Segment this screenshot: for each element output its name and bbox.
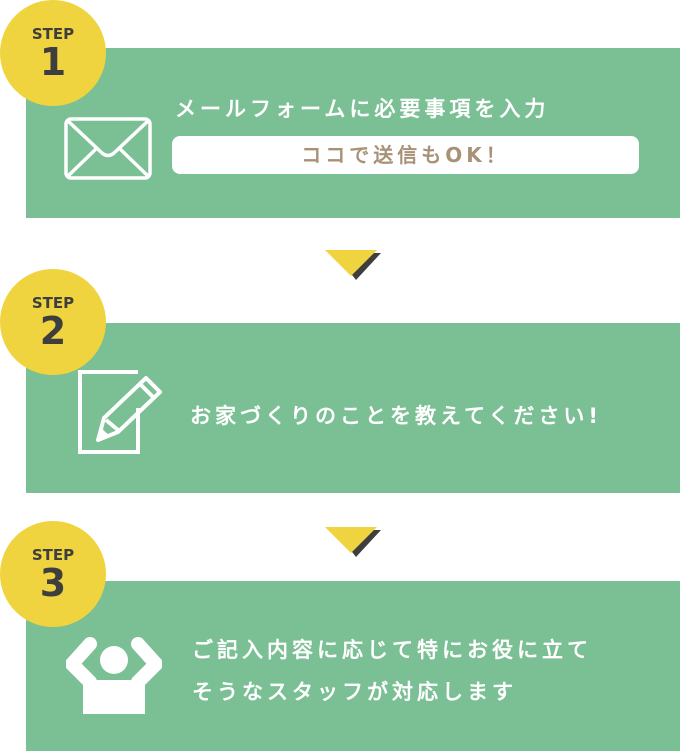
pencil-note-icon: [78, 370, 162, 454]
step-label: STEP: [31, 294, 75, 312]
person-cheer-icon: [66, 637, 162, 714]
step2-title: お家づくりのことを教えてください!: [190, 404, 602, 428]
envelope-icon: [64, 117, 152, 180]
down-arrow-icon: [325, 527, 381, 557]
step3-panel: [26, 581, 680, 751]
down-arrow-icon: [325, 250, 381, 280]
step-number: 3: [39, 561, 67, 605]
step-label: STEP: [31, 25, 75, 43]
step1-title: メールフォームに必要事項を入力: [175, 97, 550, 121]
step3-line1: ご記入内容に応じて特にお役に立て: [192, 638, 592, 662]
send-here-badge: ココで送信もOK！: [172, 136, 639, 174]
step-number: 1: [39, 40, 67, 84]
step-label: STEP: [31, 546, 75, 564]
step3-line2: そうなスタッフが対応します: [192, 680, 517, 704]
step-number: 2: [39, 309, 67, 353]
step2-panel: [26, 323, 680, 493]
